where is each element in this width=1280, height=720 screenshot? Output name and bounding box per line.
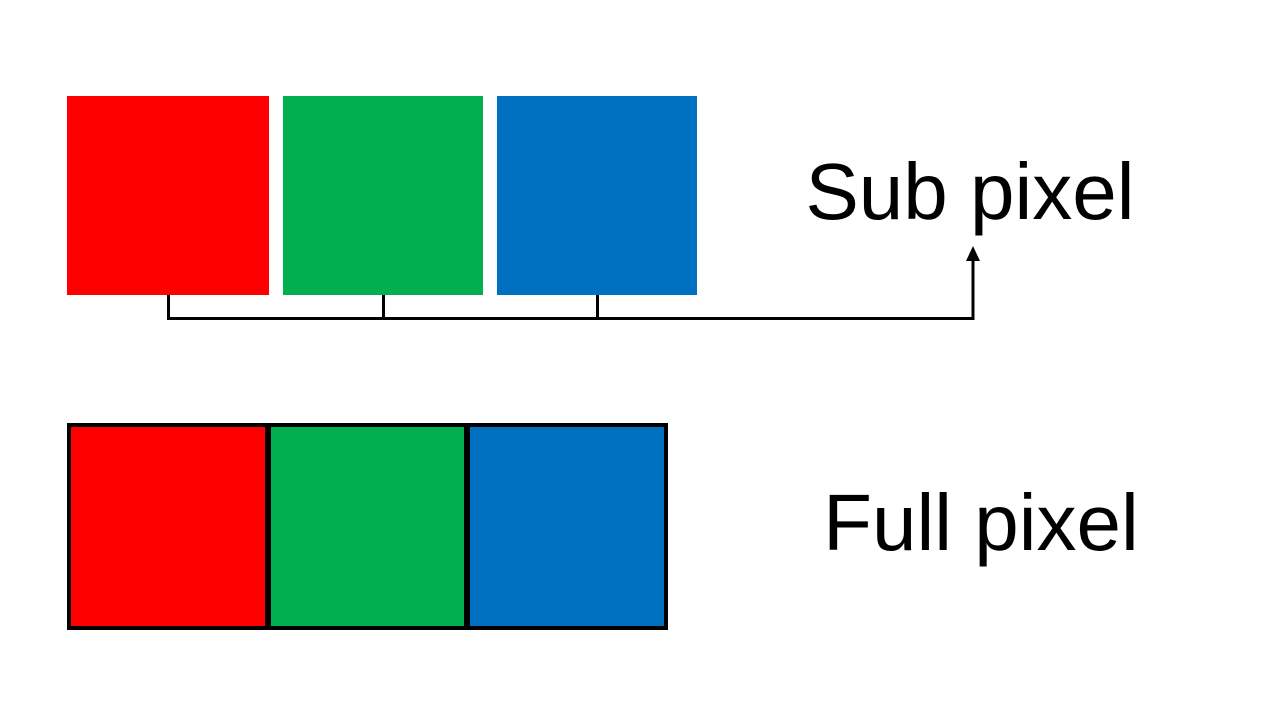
subpixel-red-swatch bbox=[67, 96, 269, 295]
arrowhead-up-icon bbox=[966, 246, 980, 261]
fullpixel-label: Full pixel bbox=[823, 478, 1139, 567]
fullpixel-green-cell bbox=[264, 427, 471, 626]
fullpixel-rect bbox=[67, 423, 668, 630]
subpixel-blue-swatch bbox=[497, 96, 697, 295]
fullpixel-red-cell bbox=[71, 427, 265, 626]
fullpixel-blue-cell bbox=[470, 427, 665, 626]
subpixel-label: Sub pixel bbox=[805, 147, 1135, 236]
subpixel-green-swatch bbox=[283, 96, 483, 295]
